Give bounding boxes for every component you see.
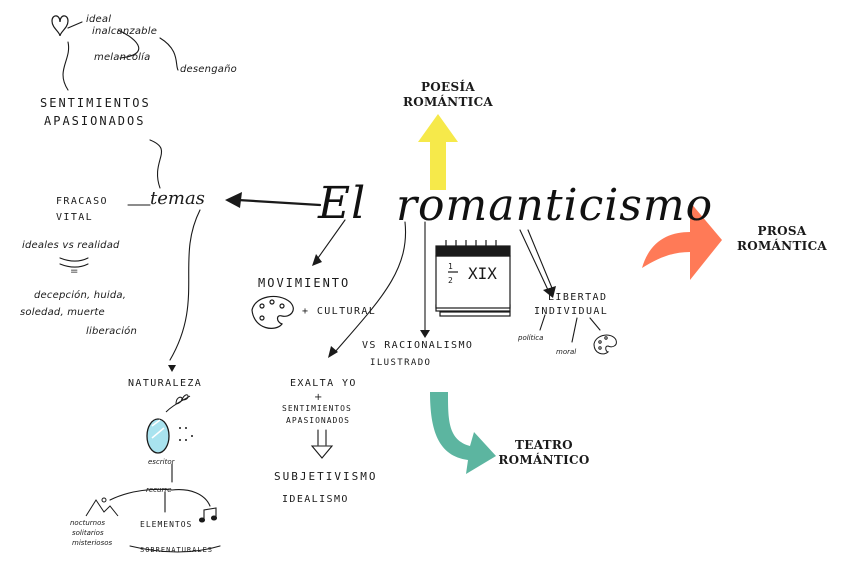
libertad-line2: INDIVIDUAL	[534, 306, 609, 317]
naturaleza-connector	[169, 209, 201, 361]
sentimientos-line1: SENTIMIENTOS	[40, 96, 151, 110]
liberacion-text: liberación	[86, 326, 138, 337]
fracaso-line2: VITAL	[56, 212, 94, 223]
misteriosos-text: misteriosos	[72, 539, 113, 547]
mountain-icon	[85, 497, 119, 517]
exalta-plus: +	[314, 392, 323, 403]
poesia-line1: POESÍA	[420, 80, 475, 94]
poesia-arrow-icon	[418, 114, 458, 190]
subjetivismo-text: SUBJETIVISMO	[274, 470, 378, 483]
prosa-label: PROSA ROMÁNTICA	[730, 224, 834, 254]
recurre-text: recurre	[146, 486, 172, 494]
moral-text: moral	[556, 348, 577, 356]
temas-label: temas	[150, 188, 205, 209]
calendar-half-bottom: 2	[448, 276, 453, 285]
temas-connector	[236, 198, 322, 207]
title-article: El	[318, 178, 367, 229]
exalta-connector	[334, 221, 407, 353]
libertad-connector	[519, 229, 549, 291]
racionalismo-line2: ILUSTRADO	[370, 358, 432, 368]
small-palette-icon	[593, 334, 617, 355]
palette-icon	[251, 295, 294, 329]
ideal-text: ideal	[86, 14, 112, 25]
sentimientos-line2: APASIONADOS	[44, 114, 146, 128]
movimiento-line1: MOVIMIENTO	[258, 276, 351, 290]
fracaso-line1: FRACASO	[56, 196, 108, 207]
racionalismo-line1: VS RACIONALISMO	[362, 340, 474, 351]
desengano-text: desengaño	[180, 64, 237, 75]
libertad-line1: LIBERTAD	[548, 292, 608, 303]
sentimientos-connector	[149, 139, 162, 189]
mirror-icon	[146, 418, 170, 454]
teatro-label: TEATRO ROMÁNTICO	[492, 438, 596, 468]
prosa-arrow-icon	[642, 202, 722, 280]
politica-text: política	[518, 334, 544, 342]
solitarios-text: solitarios	[72, 529, 104, 537]
calendar-century: XIX	[468, 264, 497, 283]
heart-icon	[51, 15, 69, 37]
prosa-line1: PROSA	[757, 224, 807, 238]
ideales-text: ideales vs realidad	[22, 240, 120, 251]
music-notes-icon	[198, 507, 218, 523]
calendar-half-top: 1	[448, 262, 453, 271]
title-word: romanticismo	[396, 180, 714, 231]
teatro-line1: TEATRO	[515, 438, 573, 452]
idealismo-text: IDEALISMO	[282, 494, 349, 505]
naturaleza-label: NATURALEZA	[128, 378, 203, 389]
movimiento-connector	[317, 219, 346, 259]
poesia-label: POESÍA ROMÁNTICA	[400, 80, 496, 110]
nocturnos-text: nocturnos	[70, 519, 105, 527]
temas-arrowhead	[225, 192, 242, 208]
igual-text: =	[70, 266, 79, 277]
elementos-text: ELEMENTOS	[140, 520, 193, 529]
exalta-line3: APASIONADOS	[286, 416, 350, 425]
escritor-text: escritor	[148, 458, 175, 466]
soledad-text: soledad, muerte	[20, 307, 105, 318]
calendar-icon	[435, 240, 511, 317]
prosa-line2: ROMÁNTICA	[736, 239, 828, 253]
decepcion-text: decepción, huida,	[34, 290, 127, 301]
teatro-arrow-icon	[430, 392, 496, 474]
teatro-line2: ROMÁNTICO	[498, 453, 590, 467]
melancolia-text: melancolía	[94, 52, 151, 63]
sobrenaturales-text: SOBRENATURALES	[140, 546, 214, 554]
poesia-line2: ROMÁNTICA	[402, 95, 494, 109]
leaf-icon	[165, 394, 191, 413]
movimiento-line2: + CULTURAL	[302, 306, 377, 317]
exalta-line1: EXALTA YO	[290, 378, 357, 389]
inalcanzable-text: inalcanzable	[92, 26, 158, 37]
exalta-line2: SENTIMIENTOS	[282, 404, 352, 413]
heart-connector	[62, 41, 70, 91]
